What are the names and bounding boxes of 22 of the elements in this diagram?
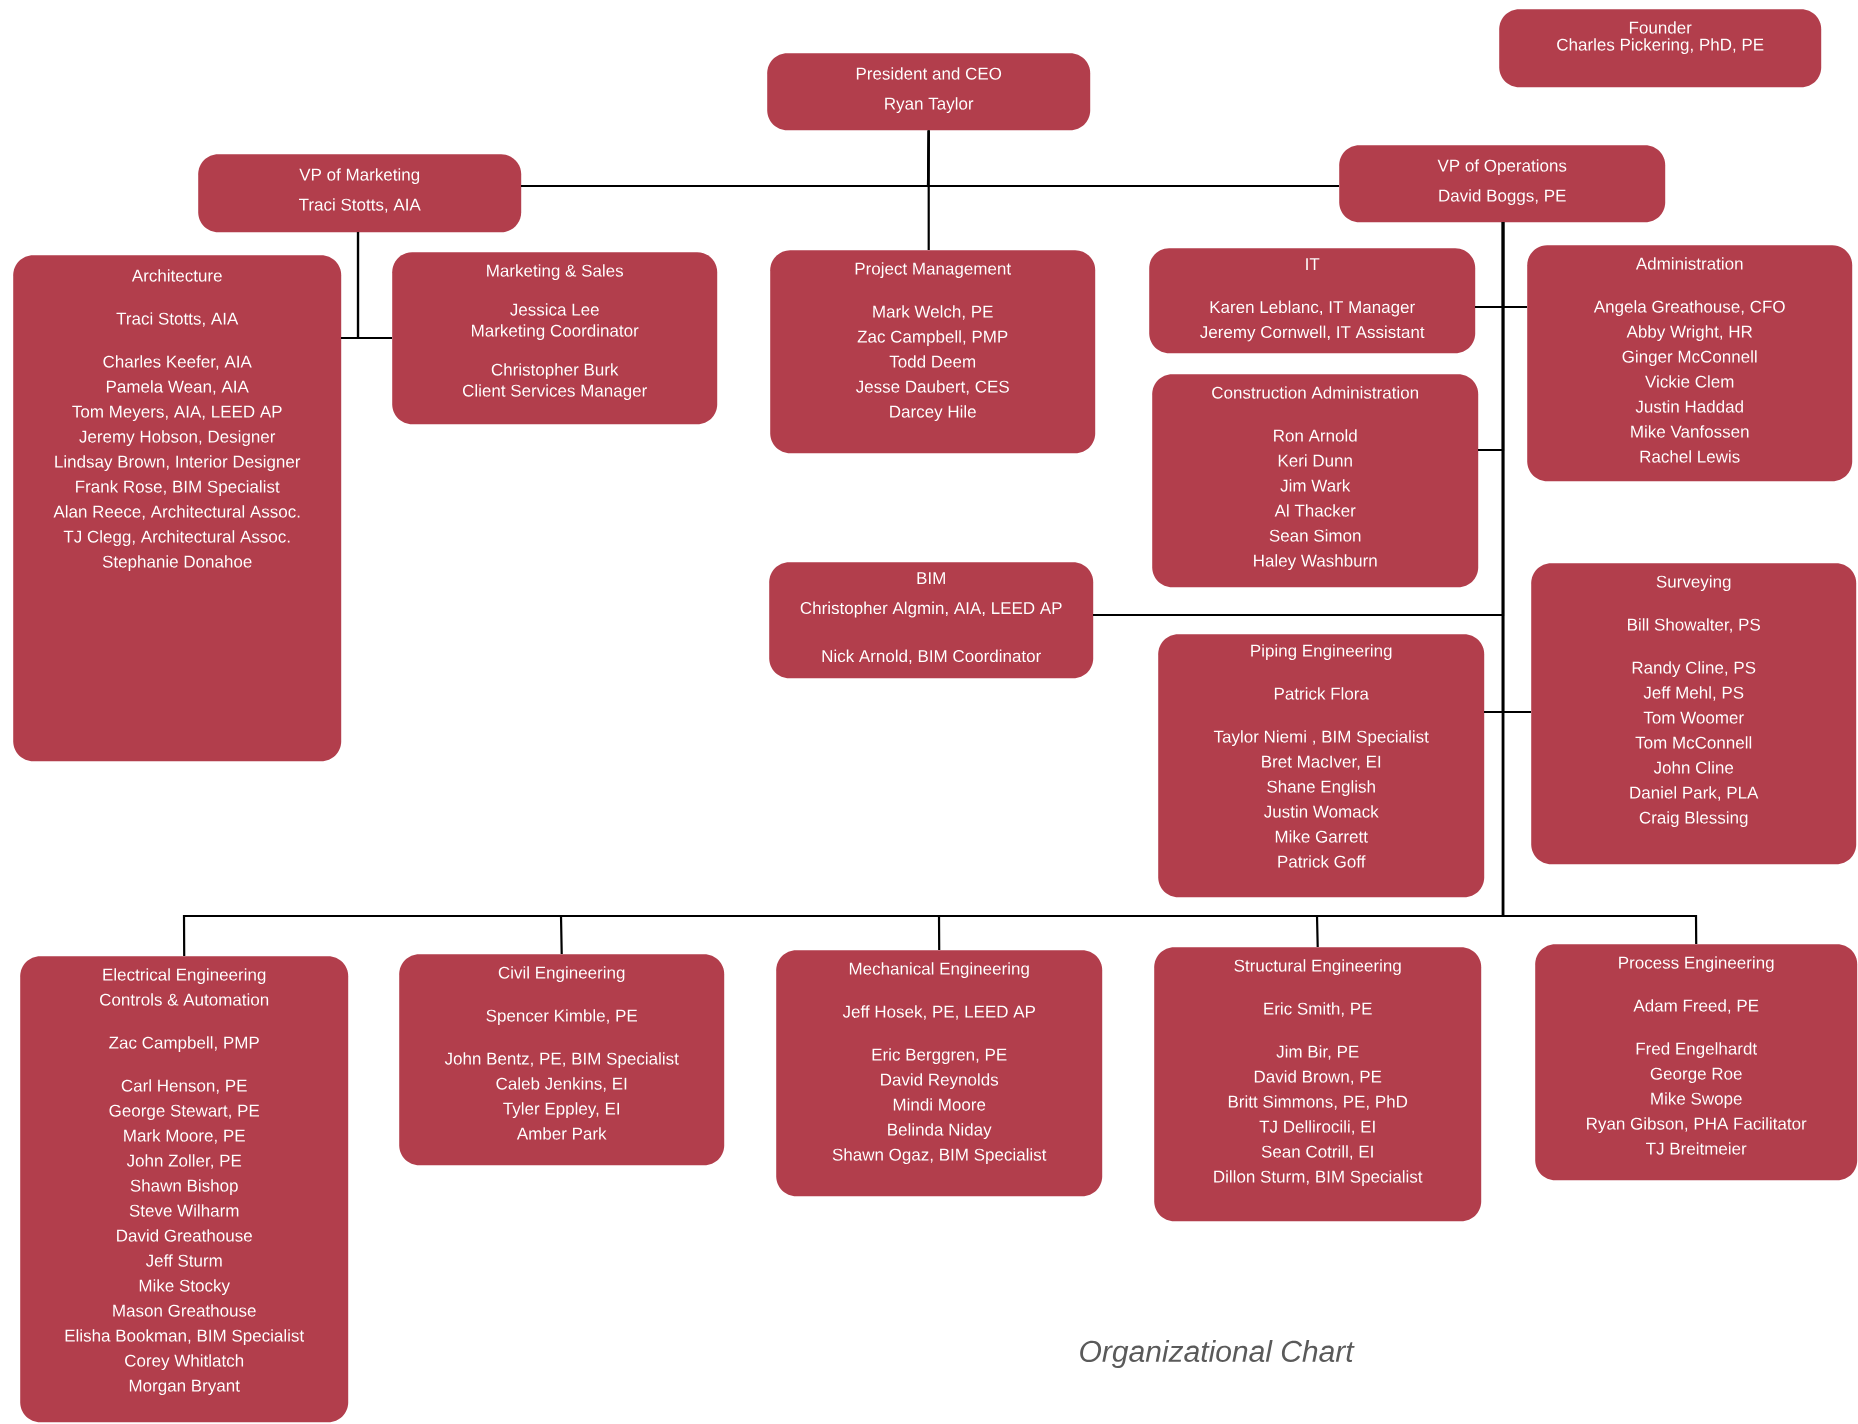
org-box: VP of Operations David Boggs, PE <box>1339 145 1666 223</box>
connector-line <box>927 130 930 250</box>
org-box: Construction Administration Ron Arnold Keri Dunn Jim Wark Al Thacker Sean Simon Haley Washburn <box>1152 374 1479 588</box>
org-box: Structural Engineering Eric Smith, PE Jim Bir, PE David Brown, PE Britt Simmons, PE, PhD TJ Dellirocili, EI Sean Cotrill, EI Dillon Sturm, BIM Specialist <box>1154 947 1482 1222</box>
connector-line <box>1501 222 1698 944</box>
org-box: Architecture Traci Stotts, AIA Charles Keefer, AIA Pamela Wean, AIA Tom Meyers, AIA, LEED AP Jeremy Hobson, Designer Lindsay Brown, Interior Designer Frank Rose, BIM Specialist Alan Reece, Architectural Assoc. TJ Clegg, Architectural Assoc. Stephanie Donahoe <box>13 255 342 762</box>
org-box: Marketing & Sales Jessica Lee Marketing Coordinator Christopher Burk Client Services Manager <box>392 252 718 425</box>
org-box: BIM Christopher Algmin, AIA, LEED AP Nick Arnold, BIM Coordinator <box>769 562 1094 679</box>
org-box: Civil Engineering Spencer Kimble, PE John Bentz, PE, BIM Specialist Caleb Jenkins, EI Tyler Eppley, EI Amber Park <box>399 954 725 1166</box>
org-box: Electrical Engineering Controls & Automation Zac Campbell, PMP Carl Henson, PE George Stewart, PE Mark Moore, PE John Zoller, PE Shawn Bishop Steve Wilharm David Greathouse Jeff Sturm Mike Stocky Mason Greathouse Elisha Bookman, BIM Specialist Corey Whitlatch Morgan Bryant <box>20 956 349 1423</box>
connector-line <box>356 232 392 340</box>
org-box: Surveying Bill Showalter, PS Randy Cline, PS Jeff Mehl, PS Tom Woomer Tom McConnell John Cline Daniel Park, PLA Craig Blessing <box>1531 563 1857 865</box>
org-box: President and CEO Ryan Taylor <box>767 53 1091 131</box>
org-box: Project Management Mark Welch, PE Zac Campbell, PMP Todd Deem Jesse Daubert, CES Darcey Hile <box>770 250 1096 454</box>
org-box: IT Karen Leblanc, IT Manager Jeremy Cornwell, IT Assistant <box>1149 248 1476 354</box>
org-box: Founder Charles Pickering, PhD, PE <box>1499 9 1822 88</box>
org-box: Mechanical Engineering Jeff Hosek, PE, LEED AP Eric Berggren, PE David Reynolds Mindi Moore Belinda Niday Shawn Ogaz, BIM Specialist <box>776 950 1103 1197</box>
org-box: Process Engineering Adam Freed, PE Fred Engelhardt George Roe Mike Swope Ryan Gibson, PHA Facilitator TJ Breitmeier <box>1535 944 1858 1181</box>
org-box: Piping Engineering Patrick Flora Taylor Niemi , BIM Specialist Bret MacIver, EI Shane English Justin Womack Mike Garrett Patrick Goff <box>1158 634 1485 898</box>
org-box: VP of Marketing Traci Stotts, AIA <box>198 154 522 233</box>
chart-title: Organizational Chart <box>1080 1340 1355 1368</box>
org-box: Administration Angela Greathouse, CFO Abby Wright, HR Ginger McConnell Vickie Clem Justin Haddad Mike Vanfossen Rachel Lewis <box>1527 245 1853 482</box>
